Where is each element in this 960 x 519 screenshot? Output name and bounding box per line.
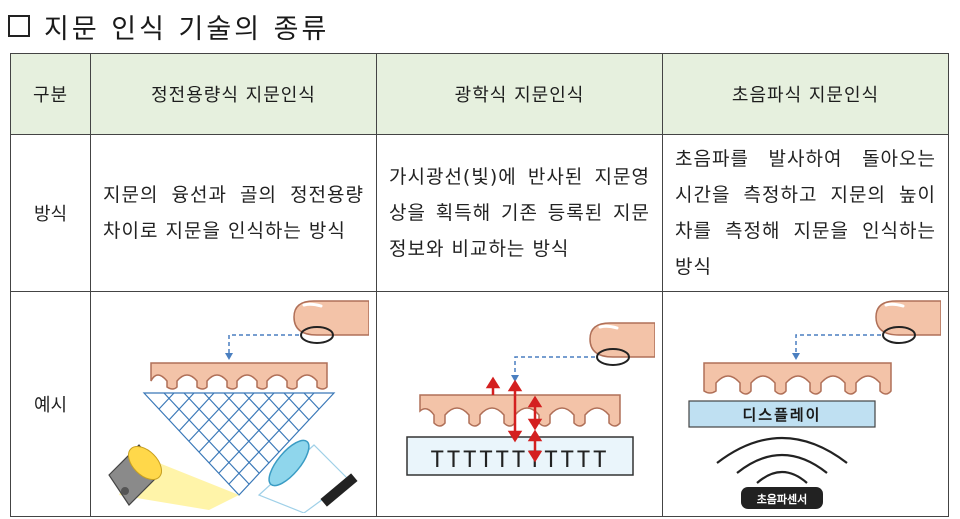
header-category: 구분 bbox=[10, 53, 91, 135]
sensor-glyphs: TTTTTTTTTTT bbox=[430, 448, 609, 473]
zoom-circle-icon bbox=[881, 326, 916, 344]
skin-ridges-icon bbox=[702, 362, 892, 395]
header-optical: 광학식 지문인식 bbox=[376, 53, 663, 135]
header-ultrasonic: 초음파식 지문인식 bbox=[662, 53, 949, 135]
cell-method-capacitive: 지문의 융선과 골의 정전용량 차이로 지문을 인식하는 방식 bbox=[90, 134, 377, 292]
zoom-circle-icon bbox=[299, 326, 334, 344]
display-label: 디스플레이 bbox=[742, 406, 821, 424]
reflection-arrows-icon bbox=[485, 376, 542, 463]
page-heading: 지문 인식 기술의 종류 bbox=[8, 6, 329, 46]
checkbox-square-icon bbox=[8, 15, 30, 37]
sensor-label: 초음파센서 bbox=[756, 492, 807, 506]
display-bar bbox=[687, 400, 876, 428]
header-capacitive: 정전용량식 지문인식 bbox=[90, 53, 377, 135]
capacitive-illustration bbox=[107, 300, 369, 513]
skin-ridges-icon bbox=[149, 362, 328, 390]
cell-example-capacitive bbox=[90, 291, 377, 517]
fingerprint-types-table: 구분 정전용량식 지문인식 광학식 지문인식 초음파식 지문인식 방식 지문의 … bbox=[10, 53, 949, 517]
electric-field-grid-icon bbox=[142, 392, 335, 496]
ultrasonic-sensor-chip bbox=[740, 487, 823, 509]
page-title: 지문 인식 기술의 종류 bbox=[44, 13, 330, 45]
method-capacitive-text: 지문의 융선과 골의 정전용량 차이로 지문을 인식하는 방식 bbox=[103, 184, 364, 242]
lens-icon bbox=[257, 439, 358, 513]
skin-ridges-icon bbox=[418, 394, 621, 427]
ultrasonic-waves-icon bbox=[715, 437, 848, 484]
row-label-method: 방식 bbox=[10, 134, 91, 292]
table-header-row: 구분 정전용량식 지문인식 광학식 지문인식 초음파식 지문인식 bbox=[10, 53, 949, 135]
table-row-method: 방식 지문의 융선과 골의 정전용량 차이로 지문을 인식하는 방식 가시광선(… bbox=[10, 134, 949, 292]
cell-method-ultrasonic: 초음파를 발사하여 돌아오는 시간을 측정하고 지문의 높이차를 측정해 지문을… bbox=[662, 134, 949, 292]
method-ultrasonic-text: 초음파를 발사하여 돌아오는 시간을 측정하고 지문의 높이차를 측정해 지문을… bbox=[675, 148, 936, 278]
zoom-circle-icon bbox=[595, 348, 630, 366]
method-optical-text: 가시광선(빛)에 반사된 지문영상을 획득해 기존 등록된 지문 정보와 비교하… bbox=[389, 166, 650, 260]
ultrasonic-illustration: 디스플레이 초음파센서 bbox=[687, 300, 941, 509]
light-source-icon bbox=[107, 444, 162, 506]
cell-method-optical: 가시광선(빛)에 반사된 지문영상을 획득해 기존 등록된 지문 정보와 비교하… bbox=[376, 134, 663, 292]
row-label-example: 예시 bbox=[10, 291, 91, 517]
table-row-example: 예시 bbox=[10, 291, 949, 517]
finger-icon bbox=[874, 300, 941, 336]
finger-icon bbox=[588, 322, 655, 358]
cell-example-ultrasonic: 디스플레이 초음파센서 bbox=[662, 291, 949, 517]
optical-illustration: TTTTTTTTTTT bbox=[405, 322, 655, 476]
optical-sensor-bar bbox=[405, 436, 634, 476]
cell-example-optical: TTTTTTTTTTT bbox=[376, 291, 663, 517]
